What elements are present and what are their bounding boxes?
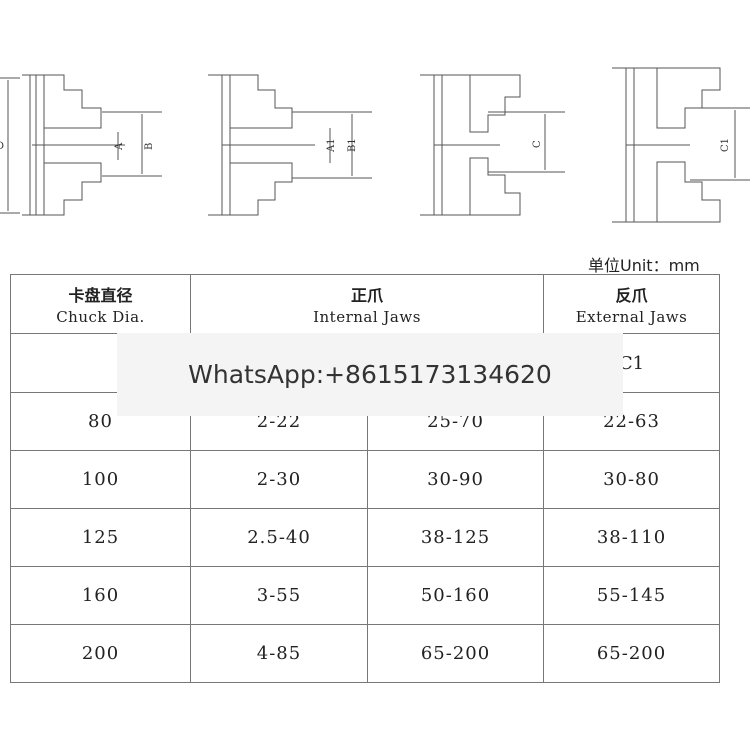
table-row: 160 3-55 50-160 55-145 xyxy=(10,566,721,625)
figure-external-c xyxy=(420,74,565,216)
figure-internal-a1-b1 xyxy=(208,74,372,216)
cell-b-b1: 38-125 xyxy=(366,508,545,567)
whatsapp-contact-banner: WhatsApp:+8615173134620 xyxy=(117,333,623,416)
cell-a-a1: 3-55 xyxy=(190,566,368,625)
label-a1: A1 xyxy=(326,138,337,153)
label-b1: B1 xyxy=(347,138,358,152)
header-internal-cn: 正爪 xyxy=(351,286,384,305)
table-row: 100 2-30 30-90 30-80 xyxy=(10,450,721,509)
header-chuck-en: Chuck Dia. xyxy=(56,308,145,326)
cell-chuck-dia: 160 xyxy=(10,566,191,625)
cell-a-a1: 2-30 xyxy=(190,450,368,509)
figure-external-c1 xyxy=(612,67,750,223)
label-a: A xyxy=(114,142,125,151)
jaw-dimension-diagram: D A B A1 B1 C C1 xyxy=(0,67,750,223)
label-c1: C1 xyxy=(720,138,731,152)
unit-label: 单位Unit：mm xyxy=(588,256,700,275)
table-row: 200 4-85 65-200 65-200 xyxy=(10,624,721,683)
cell-c1: 55-145 xyxy=(543,566,721,625)
table-row: 125 2.5-40 38-125 38-110 xyxy=(10,508,721,567)
cell-c1: 65-200 xyxy=(543,624,721,683)
header-external-en: External Jaws xyxy=(575,308,688,326)
cell-c1: 38-110 xyxy=(543,508,721,567)
header-external-jaws: 反爪 External Jaws xyxy=(543,274,721,334)
label-c: C xyxy=(532,140,543,148)
header-chuck-dia: 卡盘直径 Chuck Dia. xyxy=(10,274,191,334)
cell-chuck-dia: 200 xyxy=(10,624,191,683)
figure-internal-a-b xyxy=(0,74,162,216)
cell-b-b1: 50-160 xyxy=(366,566,545,625)
cell-chuck-dia: 125 xyxy=(10,508,191,567)
header-external-cn: 反爪 xyxy=(615,286,648,305)
header-chuck-cn: 卡盘直径 xyxy=(68,286,133,305)
cell-c1: 30-80 xyxy=(543,450,721,509)
cell-b-b1: 65-200 xyxy=(366,624,545,683)
header-internal-en: Internal Jaws xyxy=(313,308,421,326)
table-header-row: 卡盘直径 Chuck Dia. 正爪 Internal Jaws 反爪 Exte… xyxy=(10,274,721,334)
label-b: B xyxy=(144,143,155,150)
cell-a-a1: 4-85 xyxy=(190,624,368,683)
cell-chuck-dia: 100 xyxy=(10,450,191,509)
cell-b-b1: 30-90 xyxy=(366,450,545,509)
cell-a-a1: 2.5-40 xyxy=(190,508,368,567)
header-internal-jaws: 正爪 Internal Jaws xyxy=(189,274,545,334)
label-d: D xyxy=(0,141,4,152)
